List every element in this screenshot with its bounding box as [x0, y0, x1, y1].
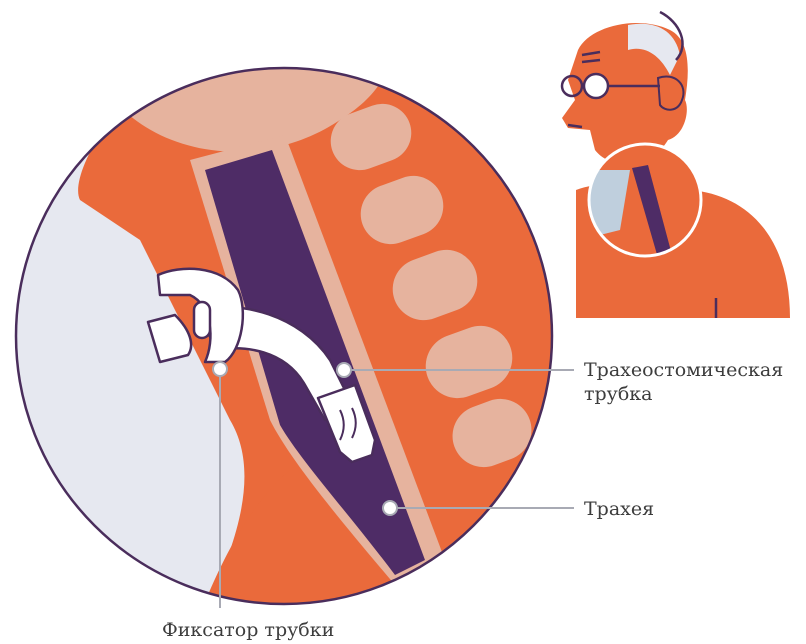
label-tracheostomy-tube: Трахеостомическая трубка — [584, 358, 783, 406]
label-tracheostomy-tube-line2: трубка — [584, 382, 783, 406]
label-trachea: Трахея — [584, 497, 654, 521]
marker-fixator — [213, 362, 227, 376]
marker-trachea — [383, 501, 397, 515]
man-ear — [658, 77, 683, 110]
glasses-lens-right — [584, 74, 608, 98]
marker-tube — [337, 363, 351, 377]
label-tracheostomy-tube-line1: Трахеостомическая — [584, 359, 783, 381]
label-tube-fixator: Фиксатор трубки — [162, 618, 334, 642]
tube-plate-slot — [194, 302, 210, 338]
